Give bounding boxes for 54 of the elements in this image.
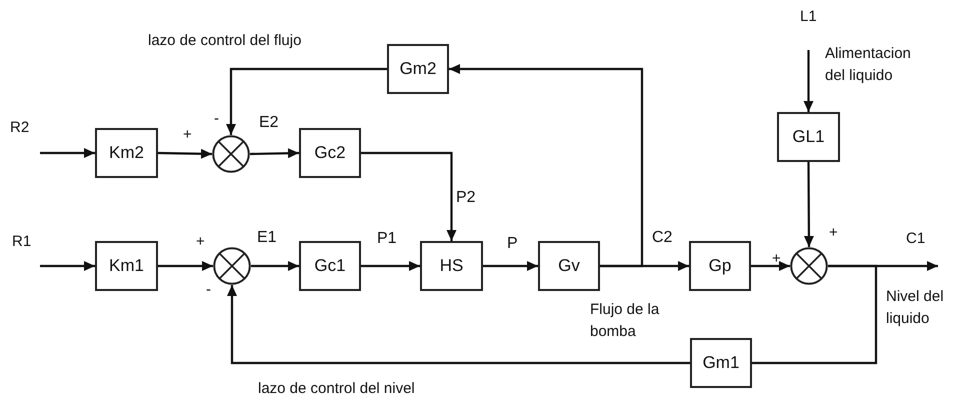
diagram-label: + xyxy=(183,125,192,145)
block-box xyxy=(538,241,600,291)
summing-junction xyxy=(212,135,250,173)
arrow xyxy=(227,285,690,364)
block-label: GL1 xyxy=(792,127,825,147)
block-label: Km2 xyxy=(109,143,144,163)
block-label: HS xyxy=(440,256,464,276)
diagram-label: lazo de control del flujo xyxy=(148,31,302,51)
arrow xyxy=(483,261,538,271)
connector-line xyxy=(752,264,878,364)
block-box xyxy=(690,338,752,388)
diagram-label: + xyxy=(829,223,838,243)
diagram-label: R1 xyxy=(12,232,32,252)
arrow xyxy=(158,148,212,159)
arrow xyxy=(449,64,644,268)
arrow xyxy=(40,148,95,158)
diagram-label: - xyxy=(214,109,219,129)
block-box xyxy=(299,128,361,178)
arrow xyxy=(40,261,95,271)
arrow xyxy=(158,261,213,271)
block-box xyxy=(387,44,449,94)
diagram-label: R2 xyxy=(10,118,30,138)
diagram-label: - xyxy=(206,280,211,300)
block-label: Gc1 xyxy=(314,256,346,276)
diagram-label: + xyxy=(772,249,781,269)
block-box xyxy=(689,241,751,291)
diagram-label: lazo de control del nivel xyxy=(258,379,415,399)
arrow xyxy=(226,68,387,135)
diagram-label: Alimentacion del liquido xyxy=(825,44,912,86)
arrow xyxy=(361,152,456,241)
diagram-label: + xyxy=(196,232,205,252)
block-label: Gp xyxy=(708,256,732,276)
summing-junction xyxy=(213,247,251,285)
block-box xyxy=(95,241,158,291)
block-label: Gv xyxy=(558,256,580,276)
summing-junction xyxy=(790,247,828,285)
arrow xyxy=(804,50,814,112)
block-label: Km1 xyxy=(109,256,144,276)
arrow xyxy=(250,148,300,158)
arrow xyxy=(361,261,420,271)
arrow xyxy=(804,162,814,247)
arrow xyxy=(251,261,299,271)
arrow xyxy=(751,261,790,271)
diagram-label: Flujo de la bomba xyxy=(590,300,660,342)
block-label: Gm1 xyxy=(702,353,740,373)
diagram-label: C1 xyxy=(906,229,926,249)
diagram-label: L1 xyxy=(800,7,817,27)
block-label: Gm2 xyxy=(400,59,436,79)
block-box xyxy=(777,112,840,162)
block-box xyxy=(420,241,483,291)
block-box xyxy=(95,128,158,178)
block-label: Gc2 xyxy=(314,143,346,163)
block-box xyxy=(299,241,361,291)
diagram-label: Nivel del liquido xyxy=(886,287,945,329)
